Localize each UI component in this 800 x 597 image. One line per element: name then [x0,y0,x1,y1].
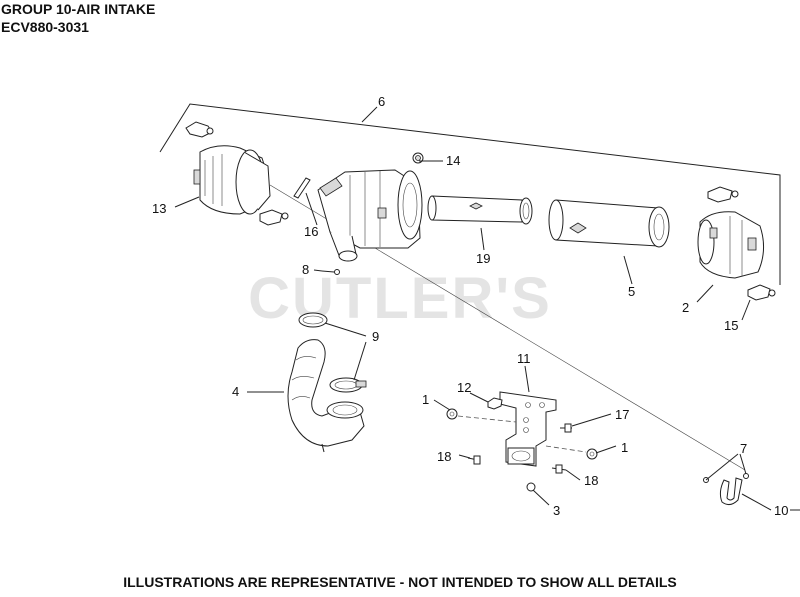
clip-top-left [185,121,214,138]
bolt-left [467,455,481,465]
end-cap-right [697,211,764,279]
intake-hose [287,339,365,453]
callout-18b: 18 [584,473,598,488]
footer-note: ILLUSTRATIONS ARE REPRESENTATIVE - NOT I… [123,574,677,590]
assembly-outline [159,103,781,285]
leader-lines [174,106,800,511]
hose-clamp-lower [329,377,367,393]
callout-7: 7 [740,441,747,456]
nut-right [586,448,598,460]
nut-bottom [526,482,536,492]
callout-13: 13 [152,201,166,216]
callout-12: 12 [457,380,471,395]
callout-8: 8 [302,262,309,277]
callout-15: 15 [724,318,738,333]
small-screw [321,269,340,275]
clip-left-bottom [259,209,289,226]
nut-left [446,408,458,420]
callout-1b: 1 [621,440,628,455]
callout-14: 14 [446,153,460,168]
clip-right-top [707,186,739,203]
air-cleaner-housing [317,169,423,262]
assembly-dash-left [457,415,517,423]
callout-16: 16 [304,224,318,239]
callout-4: 4 [232,384,239,399]
clip-right-bottom [747,284,776,301]
gasket [293,177,311,199]
mounting-clip [719,477,743,506]
bolt-upper [560,423,572,433]
hose-clamp-upper [298,312,328,328]
watermark: CUTLER'S [248,266,552,331]
callout-5: 5 [628,284,635,299]
main-filter-element [548,199,670,248]
callout-11: 11 [517,351,531,366]
callout-17: 17 [615,407,629,422]
callout-3: 3 [553,503,560,518]
assembly-dash-right [545,445,587,453]
callout-2: 2 [682,300,689,315]
bracket-fastener [487,397,503,410]
callout-18a: 18 [437,449,451,464]
model-number: ECV880-3031 [1,19,89,35]
inner-filter-element [427,195,533,225]
callout-10: 10 [774,503,788,518]
callout-19: 19 [476,251,490,266]
callout-9: 9 [372,329,379,344]
callout-1a: 1 [422,392,429,407]
end-cap-left [193,145,271,215]
mounting-bracket [499,391,557,467]
callout-6: 6 [378,94,385,109]
page-title: GROUP 10-AIR INTAKE [1,1,156,17]
bolt-right [551,464,567,474]
